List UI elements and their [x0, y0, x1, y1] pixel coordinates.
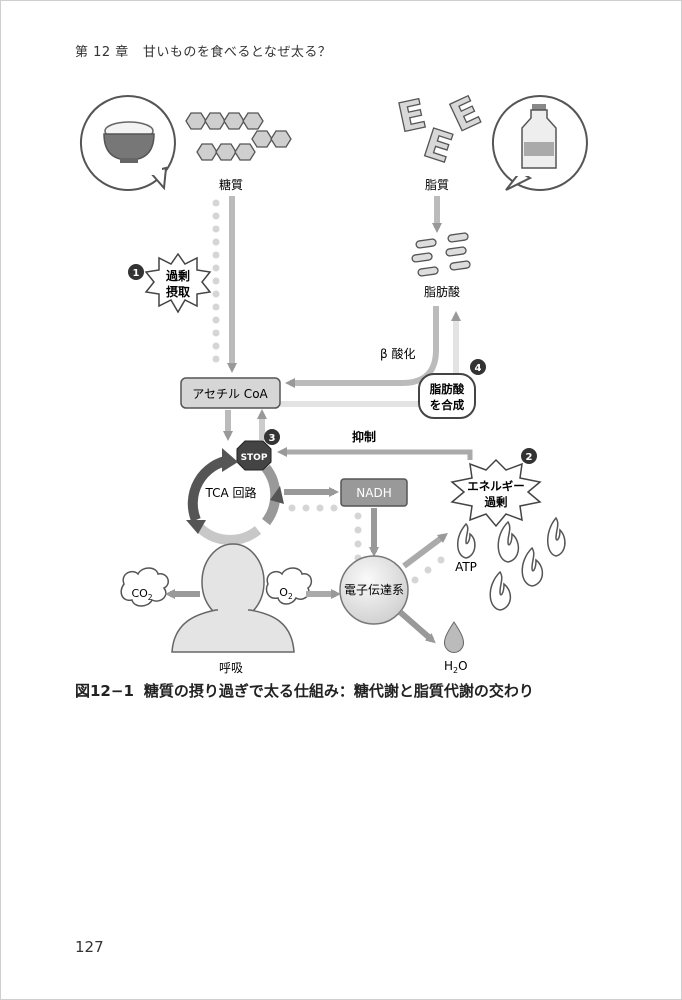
tca-cycle: TCA 回路: [186, 448, 284, 545]
running-header: 第 12 章甘いものを食べるとなぜ太る？: [75, 41, 331, 60]
step2-line1: エネルギー: [467, 479, 525, 493]
beta-oxidation-label: β 酸化: [380, 346, 415, 361]
step4-fatty-acid-synthesis: 脂肪酸 を合成 4: [418, 359, 486, 419]
step2-line2: 過剰: [484, 495, 508, 509]
water-label: H2O: [444, 659, 468, 675]
water-drop-icon: [443, 621, 465, 653]
flame-icon: [547, 516, 566, 557]
step2-number-icon: [521, 448, 537, 464]
to-water-arrow: [398, 609, 436, 644]
beta-oxidation-arrow: [285, 306, 439, 388]
oil-bottle-icon: [521, 104, 557, 169]
electron-transport-label: 電子伝達系: [344, 583, 404, 597]
electron-transport-chain: 電子伝達系: [339, 555, 409, 625]
to-atp-arrow: [402, 533, 448, 569]
flame-icon: [497, 520, 520, 563]
inhibition-arrow: [277, 447, 473, 460]
nadh-label: NADH: [356, 486, 391, 500]
step1-line1: 過剰: [165, 268, 190, 283]
step2-number: 2: [526, 452, 533, 463]
chapter-title: 甘いものを食べるとなぜ太る？: [142, 45, 332, 60]
step4-line1: 脂肪酸: [429, 382, 465, 396]
figure-number: 図12−1: [75, 682, 134, 700]
acetyl-coa-box: アセチル CoA: [180, 377, 281, 409]
figure-title: 糖質の摂り過ぎで太る仕組み：糖代謝と脂質代謝の交わり: [143, 682, 534, 700]
flame-icon: [489, 570, 512, 611]
step2-energy-excess: エネルギー 過剰 2: [450, 448, 542, 528]
step3-number: 3: [269, 433, 276, 444]
fat-label: 脂質: [425, 177, 449, 192]
atp-label: ATP: [455, 560, 477, 574]
nadh-dotted-path: [288, 504, 338, 512]
step1-number: 1: [133, 268, 140, 279]
inhibition-label: 抑制: [352, 429, 376, 444]
step1-excess-intake: 過剰 摂取 1: [128, 252, 212, 314]
o2-cloud: O2: [265, 567, 313, 605]
electron-dotted-path: [354, 512, 362, 562]
flame-icon: [521, 546, 544, 587]
step1-number-icon: [128, 264, 144, 280]
rice-bowl-icon: [103, 121, 155, 163]
fat-letter-1: E: [394, 91, 430, 142]
sugar-label: 糖質: [219, 177, 243, 192]
co2-label: CO2: [131, 587, 152, 602]
fat-molecule-icon: E E E: [393, 87, 488, 173]
person-silhouette-icon: [171, 543, 295, 653]
o2-label: O2: [279, 586, 293, 601]
respiration-label: 呼吸: [219, 661, 243, 675]
sugar-dotted-path: [212, 199, 220, 363]
stop-sign-icon: STOP 3: [236, 429, 280, 471]
co2-cloud: CO2: [120, 567, 169, 607]
atp-dotted-path: [411, 556, 445, 584]
chapter-number: 第 12 章: [75, 45, 129, 60]
nadh-box: NADH: [340, 478, 408, 507]
figure-caption: 図12−1 糖質の摂り過ぎで太る仕組み：糖代謝と脂質代謝の交わり: [75, 680, 534, 701]
fatty-acid-icon: [411, 232, 471, 277]
oil-bottle-bubble: [491, 95, 588, 191]
step4-number-icon: [470, 359, 486, 375]
fatty-acid-label: 脂肪酸: [424, 284, 460, 299]
flame-icon: [457, 522, 476, 559]
rice-bowl-bubble: [79, 95, 176, 191]
step4-number: 4: [475, 363, 482, 374]
step3-number-icon: [264, 429, 280, 445]
step4-line2: を合成: [430, 398, 465, 412]
tca-label: TCA 回路: [204, 485, 256, 500]
step1-line2: 摂取: [166, 284, 190, 299]
atp-flames: [457, 516, 566, 611]
page-number: 127: [75, 938, 104, 956]
acetyl-coa-label: アセチル CoA: [192, 387, 268, 401]
stop-label: STOP: [241, 453, 268, 463]
glucose-chain-icon: [185, 112, 292, 161]
